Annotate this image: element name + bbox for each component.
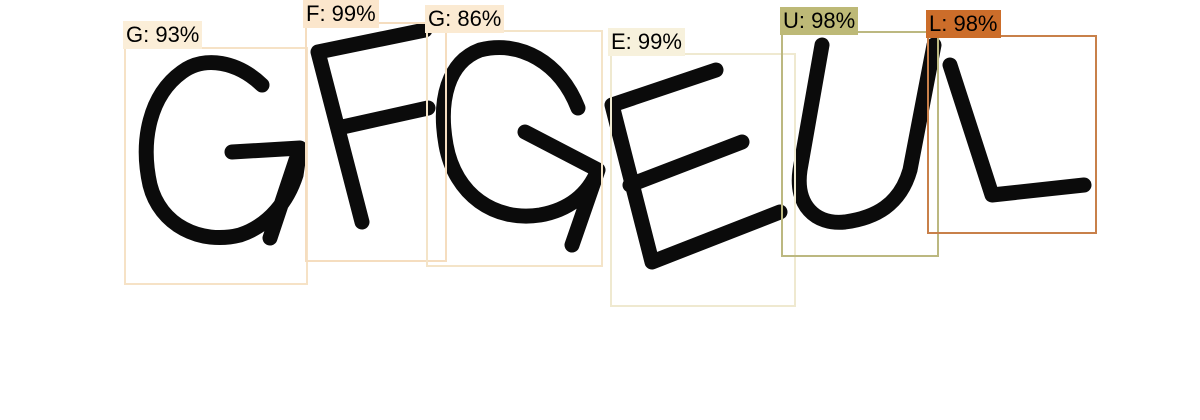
glyph-e bbox=[604, 62, 788, 270]
detection-label-g-1: G: 93% bbox=[123, 21, 203, 49]
glyph-f bbox=[310, 22, 436, 230]
detection-label-e: E: 99% bbox=[608, 28, 685, 56]
detection-box-l bbox=[927, 35, 1097, 234]
detection-box-u bbox=[781, 31, 939, 257]
detection-label-f: F: 99% bbox=[303, 0, 379, 28]
detection-label-l: L: 98% bbox=[926, 10, 1001, 38]
glyph-u bbox=[791, 37, 942, 230]
detection-label-g-2: G: 86% bbox=[425, 5, 505, 33]
detection-box-e bbox=[610, 53, 796, 307]
glyph-l bbox=[942, 57, 1092, 203]
detection-box-g-1 bbox=[124, 47, 308, 285]
detection-label-u: U: 98% bbox=[780, 7, 859, 35]
glyph-g-1 bbox=[138, 55, 308, 246]
detection-box-g-2 bbox=[426, 30, 603, 267]
